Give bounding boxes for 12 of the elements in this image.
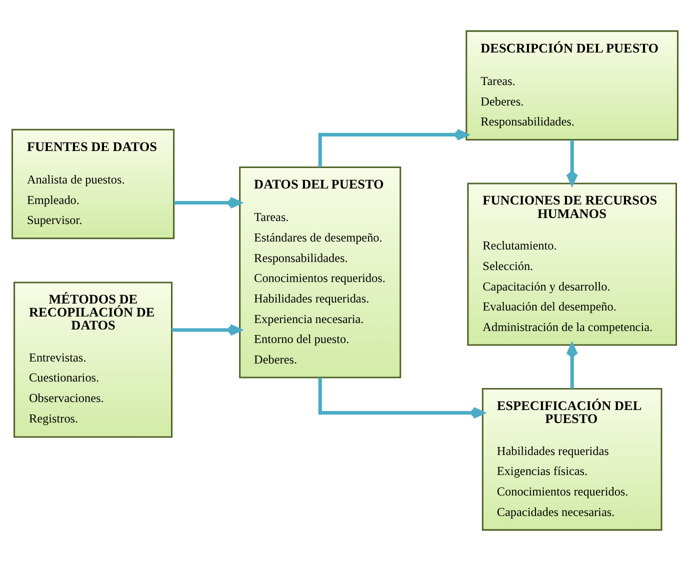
arrow: [172, 324, 242, 336]
arrow: [566, 344, 578, 389]
node-box: DESCRIPCIÓN DEL PUESTO Tareas. Deberes. Responsabilidades.: [466, 30, 679, 141]
node-box: DATOS DEL PUESTO Tareas. Estándares de desempeño. Responsabilidades. Conocimientos requeridos. Habilidades requeridas. Experiencia necesaria. Entorno del puesto. Deberes.: [239, 166, 402, 378]
node-box: FUENTES DE DATOS Analista de puestos. Empleado. Supervisor.: [11, 128, 175, 240]
arrow: [566, 140, 578, 186]
node-box: ESPECIFICACIÓN DEL PUESTO Habilidades requeridas Exigencias físicas. Conocimientos requeridos. Capacidades necesarias.: [482, 388, 662, 531]
node-box: FUNCIONES DE RECURSOS HUMANOS Reclutamiento. Selección. Capacitación y desarrollo. Evaluación del desempeño. Administración de la competencia.: [467, 182, 677, 346]
node-box: MÉTODOS DE RECOPILACIÓN DE DATOS Entrevistas. Cuestionarios. Observaciones. Registros.: [14, 282, 173, 438]
arrow: [318, 378, 484, 419]
arrow: [318, 128, 468, 167]
arrow: [174, 196, 242, 209]
